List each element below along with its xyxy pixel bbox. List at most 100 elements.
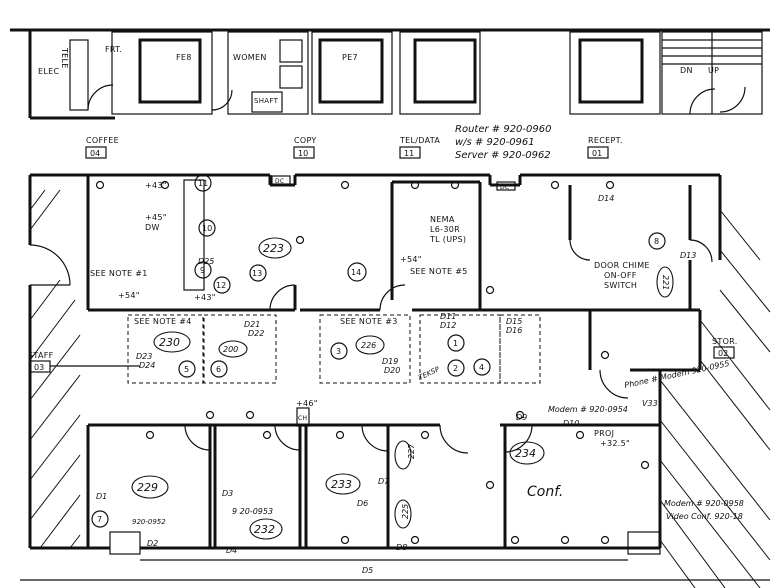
circled-number-13: 13	[249, 264, 267, 282]
see-note-4: SEE NOTE #4	[134, 317, 192, 326]
room-tag-recept: RECEPT. 01	[587, 136, 623, 159]
svg-text:225: 225	[401, 504, 410, 519]
svg-text:TEL/DATA: TEL/DATA	[399, 136, 440, 145]
fe8-room-label: FE8	[176, 53, 192, 62]
core-area: ELEC TELE FRT. FE8 WOMEN PE7 SHAFT DN UP	[10, 28, 770, 120]
see-note-3: SEE NOTE #3	[340, 317, 398, 326]
circled-number-4: 4	[473, 358, 491, 376]
drop-d19: D19	[382, 357, 398, 366]
drop-d4: D4	[226, 546, 237, 555]
hand-room-234: 234	[509, 441, 545, 465]
drop-d8: D8	[396, 543, 407, 552]
svg-text:1: 1	[453, 339, 458, 348]
phone-note-2: 9 20-0953	[232, 507, 273, 516]
proj-label: PROJ	[594, 429, 614, 438]
video-conf-note: Video Conf. 920-18	[666, 512, 743, 521]
dc-label-1: DC	[275, 178, 284, 185]
svg-text:229: 229	[137, 481, 158, 494]
hand-room-225: 225	[394, 499, 412, 529]
room-tag-stor: STOR. 02	[712, 337, 738, 359]
hand-room-232: 232	[249, 518, 283, 540]
svg-text:03: 03	[34, 363, 44, 372]
ws-note: w/s # 920-0961	[455, 137, 535, 148]
svg-text:01: 01	[592, 149, 602, 158]
office-walls	[28, 173, 722, 550]
stair-dn-label: DN	[680, 66, 693, 75]
svg-text:RECEPT.: RECEPT.	[588, 136, 623, 145]
tele-room-label: TELE	[60, 47, 69, 69]
drop-d13: D13	[680, 251, 696, 260]
svg-text:233: 233	[331, 478, 352, 491]
svg-text:4: 4	[479, 363, 484, 372]
circled-number-11: 11	[194, 174, 212, 192]
svg-text:234: 234	[515, 447, 536, 460]
doors	[29, 239, 713, 454]
svg-text:6: 6	[216, 365, 221, 374]
nema-receptacle: L6-30R	[430, 225, 460, 234]
stair-up-label: UP	[708, 66, 719, 75]
nema-label: NEMA	[430, 215, 455, 224]
room-tags: COFFEE 04 COPY 10 TEL/DATA 11 RECEPT. 01…	[28, 136, 738, 373]
hand-room-233: 233	[325, 473, 361, 495]
door-chime-label: DOOR CHIME	[594, 261, 650, 270]
circled-number-9: 9	[194, 261, 212, 279]
on-off-label: ON-OFF	[604, 271, 637, 280]
svg-text:232: 232	[254, 523, 275, 536]
other-handwriting: Conf. TEKSP Modem # 920-0954 Phone # Mod…	[132, 359, 744, 526]
svg-text:04: 04	[90, 149, 100, 158]
see-note-5: SEE NOTE #5	[410, 267, 468, 276]
drop-d25: D25	[198, 257, 214, 266]
workstations	[127, 314, 541, 384]
svg-text:COPY: COPY	[294, 136, 317, 145]
svg-text:2: 2	[453, 364, 458, 373]
svg-text:COFFEE: COFFEE	[86, 136, 119, 145]
bottom-wall	[20, 531, 770, 581]
drop-d14: D14	[598, 194, 614, 203]
height-46: +46"	[296, 399, 318, 408]
women-room-label: WOMEN	[233, 53, 267, 62]
svg-text:200: 200	[223, 345, 238, 354]
circled-number-7: 7	[91, 510, 109, 528]
svg-text:10: 10	[298, 149, 308, 158]
drop-d12: D12	[440, 321, 456, 330]
circled-number-8: 8	[648, 232, 666, 250]
plan-notes: SEE NOTE #1 SEE NOTE #4 SEE NOTE #3 SEE …	[90, 175, 650, 448]
network-notes: Router # 920-0960 w/s # 920-0961 Server …	[455, 124, 551, 161]
circled-number-14: 14	[347, 262, 367, 282]
modem-note-1: Modem # 920-0954	[548, 405, 628, 414]
svg-text:226: 226	[361, 341, 376, 350]
circled-numbers: 11 10 9 12 13 14 8 5 6 3 1 2 4 7	[91, 174, 666, 528]
drop-d16: D16	[506, 326, 522, 335]
hatch-left	[29, 189, 81, 549]
frt-room-label: FRT.	[105, 45, 122, 54]
svg-text:227: 227	[407, 443, 416, 459]
svg-text:14: 14	[351, 268, 361, 277]
hand-room-221: 221	[656, 266, 674, 298]
drop-labels: D14 D13 D25 D21 D22 D23 D24 D11 D12 D15 …	[96, 194, 696, 575]
hand-room-227: 227	[394, 440, 416, 470]
drop-d22: D22	[248, 329, 264, 338]
see-note-1: SEE NOTE #1	[90, 269, 148, 278]
svg-text:STOR.: STOR.	[712, 337, 738, 346]
hatch-right	[659, 209, 771, 588]
drop-d21: D21	[244, 320, 260, 329]
drop-d20: D20	[384, 366, 400, 375]
server-note: Server # 920-0962	[455, 150, 551, 161]
circled-number-5: 5	[178, 360, 196, 378]
svg-text:02: 02	[718, 349, 728, 358]
handwritten-room-numbers: 223 230 200 226 229 233 227 234 221 225 …	[131, 237, 674, 540]
svg-text:9: 9	[200, 266, 205, 275]
drop-d10: D10	[563, 419, 579, 428]
drop-d7: D7	[378, 477, 390, 486]
hand-room-226: 226	[355, 335, 385, 355]
svg-text:7: 7	[97, 515, 102, 524]
elec-room-label: ELEC	[38, 67, 59, 76]
drop-d6: D6	[357, 499, 368, 508]
drop-d5: D5	[362, 566, 373, 575]
svg-text:221: 221	[661, 275, 670, 290]
drop-d2: D2	[147, 539, 158, 548]
hand-room-223: 223	[258, 237, 292, 259]
v33-note: V33	[642, 399, 658, 408]
hand-room-229: 229	[131, 475, 169, 499]
